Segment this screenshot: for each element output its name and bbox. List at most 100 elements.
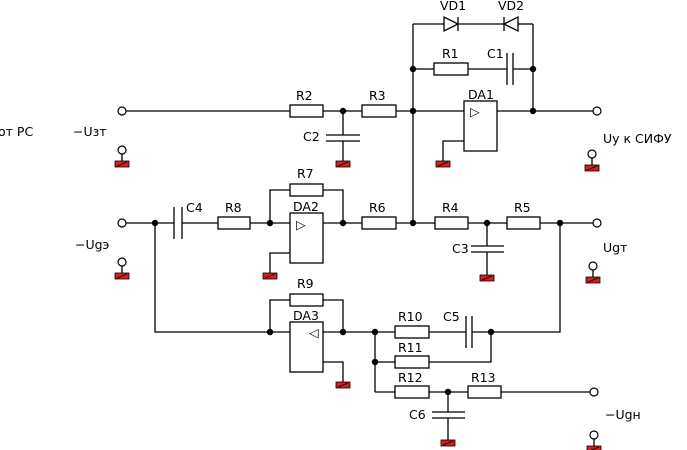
r8-label: R8 [225, 200, 242, 215]
junction-node [556, 219, 564, 227]
junction-node [487, 328, 495, 336]
ground-icon [435, 160, 451, 168]
diode-vd1: VD1 [440, 0, 466, 33]
ground-icon [440, 439, 456, 447]
resistor-r10: R10 [394, 309, 430, 339]
r9-label: R9 [297, 276, 314, 291]
label-output-udt: Ugт [603, 240, 627, 255]
junction-node [371, 328, 379, 336]
da2-symbol: ▷ [296, 217, 306, 232]
label-input-ude: −Ugэ [75, 237, 110, 252]
r10-label: R10 [398, 309, 423, 324]
ground-icon [479, 274, 495, 282]
resistor-r4: R4 [434, 200, 469, 230]
diode-vd2: VD2 [498, 0, 524, 33]
label-input-zt: −Uзт [73, 124, 107, 139]
terminal-output-uy-gnd[interactable] [587, 149, 597, 159]
ground-icon [584, 164, 600, 172]
da1-label: DA1 [468, 87, 494, 102]
junction-node [409, 219, 417, 227]
junction-node [266, 219, 274, 227]
c5-label: C5 [443, 309, 460, 324]
resistor-r1: R1 [433, 46, 469, 76]
terminal-input-zt-gnd[interactable] [117, 145, 127, 155]
ground-icon [335, 381, 351, 389]
capacitor-c5: C5 [443, 309, 473, 348]
resistor-r2: R2 [289, 88, 324, 118]
junction-nodes [151, 65, 564, 396]
terminal-labels: от РС −Uзт Uу к СИФУ −Ugэ Ugт −Ugн [0, 124, 672, 422]
junction-node [339, 219, 347, 227]
r11-label: R11 [398, 340, 423, 355]
c1-label: C1 [487, 46, 504, 61]
terminals [117, 106, 602, 446]
r13-label: R13 [471, 370, 496, 385]
opamp-da3: ◁ DA3 [289, 308, 324, 373]
c4-label: C4 [186, 200, 203, 215]
label-from-rs: от РС [0, 124, 33, 139]
r5-label: R5 [514, 200, 531, 215]
r1-label: R1 [442, 46, 459, 61]
top-row-wires [126, 23, 593, 223]
resistor-r5: R5 [506, 200, 541, 230]
capacitor-c2: C2 [303, 129, 360, 144]
ground-icon [114, 272, 130, 280]
c6-label: C6 [409, 407, 426, 422]
c3-label: C3 [452, 241, 469, 256]
terminal-input-ude-gnd[interactable] [117, 257, 127, 267]
ground-icon [586, 445, 602, 450]
ground-icon [585, 276, 601, 284]
r4-label: R4 [442, 200, 459, 215]
capacitor-c4: C4 [173, 200, 203, 239]
opamp-da2: ▷ DA2 [289, 199, 324, 264]
ground-icon [262, 272, 278, 280]
junction-node [371, 358, 379, 366]
resistor-r7: R7 [289, 166, 324, 197]
capacitor-c1: C1 [487, 46, 514, 85]
resistor-r13: R13 [467, 370, 502, 399]
junction-node [151, 219, 159, 227]
resistor-r8: R8 [217, 200, 251, 230]
bottom-row-wires [269, 299, 590, 440]
resistor-r12: R12 [394, 370, 430, 399]
junction-node [409, 65, 417, 73]
da1-symbol: ▷ [470, 104, 480, 119]
terminal-output-udt[interactable] [592, 218, 602, 228]
da3-symbol: ◁ [309, 325, 319, 340]
vd1-label: VD1 [440, 0, 466, 13]
ground-symbols [114, 160, 602, 450]
resistor-r6: R6 [361, 200, 397, 230]
terminal-output-udn-gnd[interactable] [589, 430, 599, 440]
junction-node [339, 328, 347, 336]
label-output-uy: Uу к СИФУ [603, 131, 672, 146]
r6-label: R6 [369, 200, 386, 215]
terminal-input-ude[interactable] [117, 218, 127, 228]
capacitor-c6: C6 [409, 407, 465, 422]
r12-label: R12 [398, 370, 423, 385]
ground-icon [335, 160, 351, 168]
junction-node [529, 65, 537, 73]
junction-node [444, 388, 452, 396]
junction-node [483, 219, 491, 227]
vd2-label: VD2 [498, 0, 524, 13]
c2-label: C2 [303, 129, 320, 144]
terminal-input-zt[interactable] [117, 106, 127, 116]
resistor-r11: R11 [394, 340, 430, 369]
junction-node [409, 107, 417, 115]
terminal-output-udt-gnd[interactable] [588, 261, 598, 271]
ground-icon [114, 160, 130, 168]
r7-label: R7 [297, 166, 314, 181]
terminal-output-uy[interactable] [592, 106, 602, 116]
terminal-output-udn[interactable] [589, 387, 599, 397]
capacitor-c3: C3 [452, 241, 504, 256]
opamp-da1: ▷ DA1 [463, 87, 498, 152]
resistor-r9: R9 [289, 276, 324, 307]
label-output-udn: −Ugн [605, 407, 641, 422]
junction-node [266, 328, 274, 336]
junction-node [339, 107, 347, 115]
resistor-r3: R3 [361, 88, 397, 118]
r3-label: R3 [369, 88, 386, 103]
da3-label: DA3 [293, 308, 319, 323]
da2-label: DA2 [293, 199, 319, 214]
